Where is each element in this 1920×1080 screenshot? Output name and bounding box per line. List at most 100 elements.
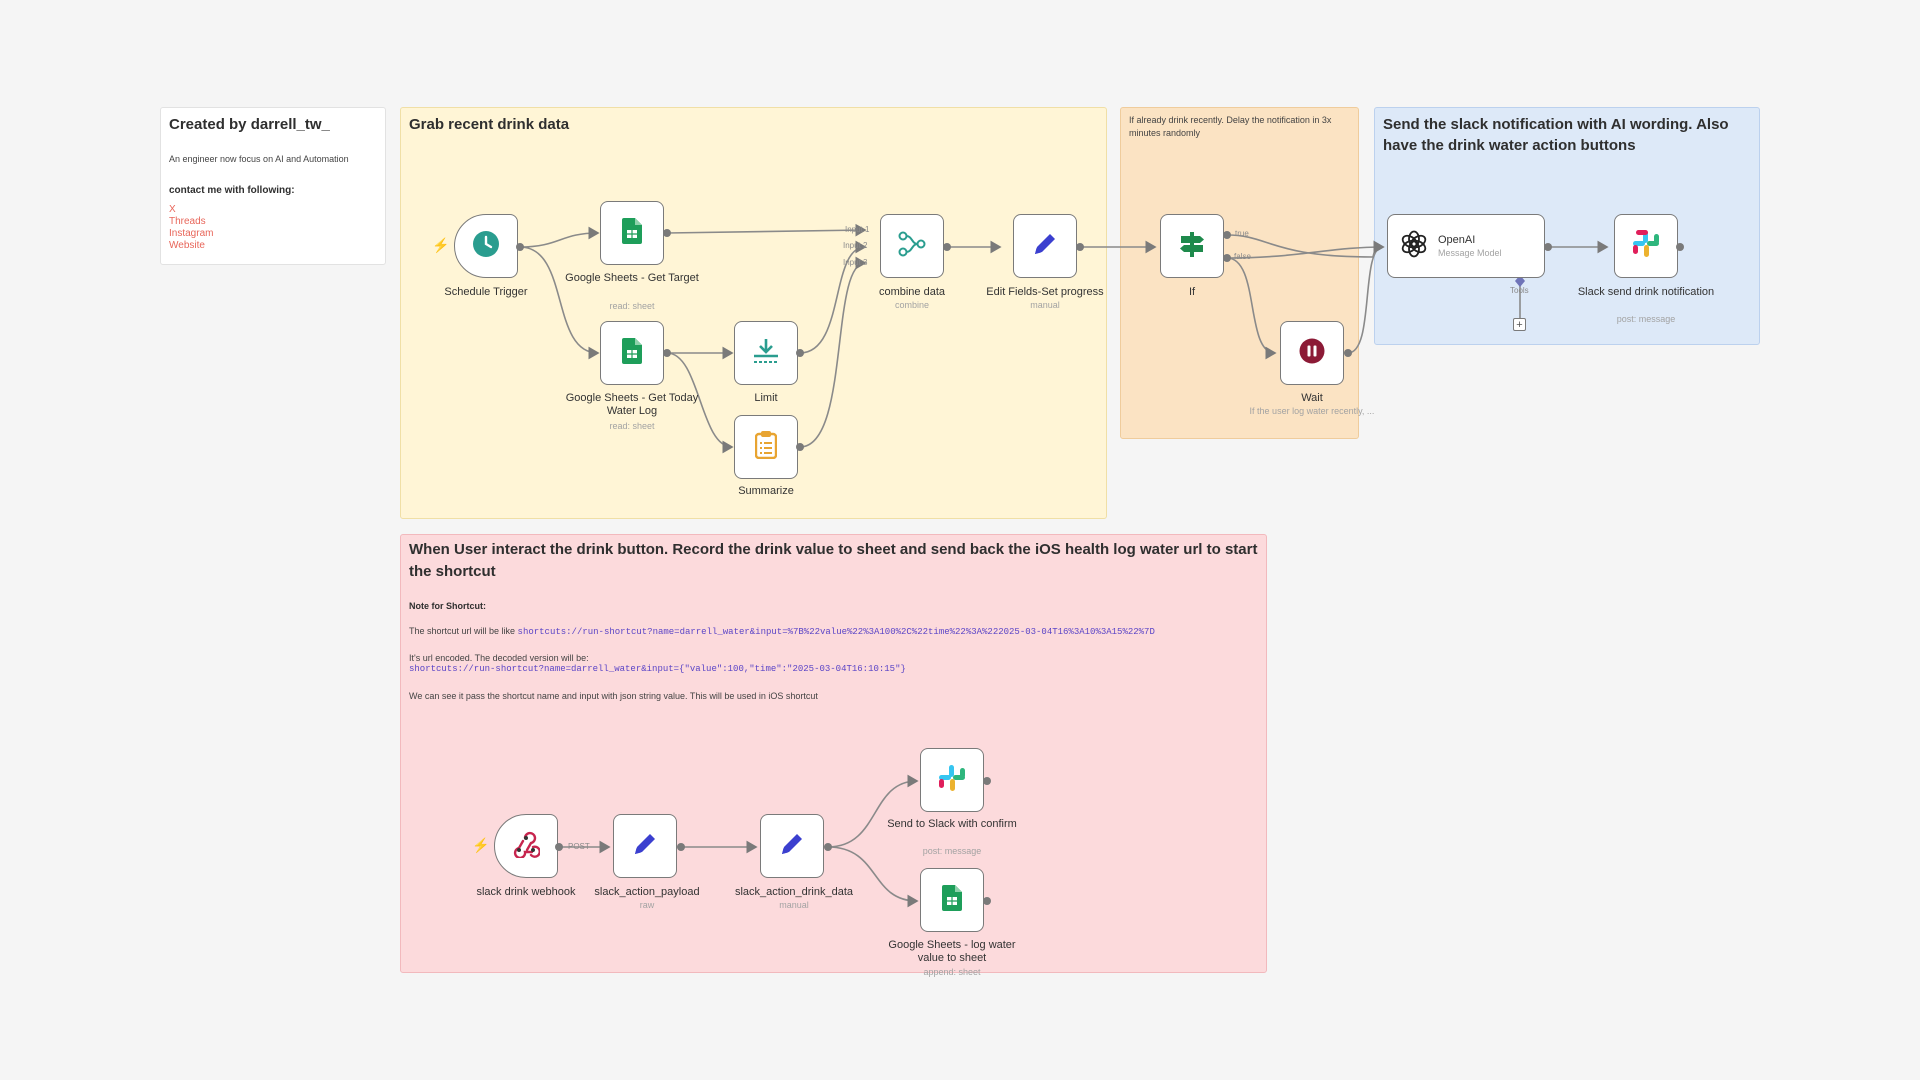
creator-links: X Threads Instagram Website bbox=[169, 204, 213, 252]
google-sheets-icon bbox=[622, 217, 642, 249]
interact-note-heading: Note for Shortcut: bbox=[409, 601, 486, 611]
label-webhook: slack drink webhook bbox=[476, 886, 576, 898]
pencil-icon bbox=[1031, 230, 1059, 263]
interact-line3: We can see it pass the shortcut name and… bbox=[409, 691, 818, 701]
link-instagram[interactable]: Instagram bbox=[169, 228, 214, 239]
openai-icon bbox=[1400, 230, 1428, 263]
trigger-bolt-icon: ⚡ bbox=[432, 237, 450, 253]
port-payload-out[interactable] bbox=[677, 843, 685, 851]
pencil-icon bbox=[778, 830, 806, 863]
sub-gs-today: read: sheet bbox=[609, 421, 655, 431]
node-gs-today[interactable] bbox=[600, 321, 664, 385]
tools-diamond bbox=[1515, 275, 1525, 287]
openai-title: OpenAI bbox=[1438, 234, 1476, 246]
creator-title: Created by darrell_tw_ bbox=[169, 116, 330, 133]
node-slack-confirm[interactable] bbox=[920, 748, 984, 812]
port-wait-out[interactable] bbox=[1344, 349, 1352, 357]
sub-wait: If the user log water recently, ... bbox=[1249, 406, 1375, 416]
merge-icon bbox=[898, 231, 926, 262]
sub-gs-log: append: sheet bbox=[923, 967, 981, 977]
google-sheets-icon bbox=[942, 884, 962, 916]
pencil-icon bbox=[631, 830, 659, 863]
node-wait[interactable] bbox=[1280, 321, 1344, 385]
node-gs-log[interactable] bbox=[920, 868, 984, 932]
port-gs-today-out[interactable] bbox=[663, 349, 671, 357]
label-false: false bbox=[1234, 252, 1251, 261]
node-summarize[interactable] bbox=[734, 415, 798, 479]
port-gs-target-out[interactable] bbox=[663, 229, 671, 237]
label-gs-log: Google Sheets - log water value to sheet bbox=[888, 939, 1016, 964]
port-webhook-out[interactable] bbox=[555, 843, 563, 851]
node-edit-progress[interactable] bbox=[1013, 214, 1077, 278]
port-openai-out[interactable] bbox=[1544, 243, 1552, 251]
interact-line1: The shortcut url will be like shortcuts:… bbox=[409, 625, 1155, 639]
edge-target-combine bbox=[666, 223, 867, 237]
sub-slack-confirm: post: message bbox=[922, 846, 982, 856]
signpost-icon bbox=[1178, 230, 1206, 263]
sub-drink-data: manual bbox=[779, 900, 809, 910]
node-openai[interactable]: OpenAI Message Model bbox=[1387, 214, 1545, 278]
link-website[interactable]: Website bbox=[169, 240, 205, 251]
link-threads[interactable]: Threads bbox=[169, 216, 206, 227]
label-combine: combine data bbox=[878, 286, 946, 298]
label-slack-confirm: Send to Slack with confirm bbox=[887, 818, 1017, 830]
add-tool-button[interactable]: + bbox=[1513, 318, 1526, 331]
node-combine[interactable] bbox=[880, 214, 944, 278]
edge-wait-openai bbox=[1347, 240, 1385, 354]
label-summarize: Summarize bbox=[738, 485, 794, 497]
node-payload[interactable] bbox=[613, 814, 677, 878]
creator-contact-heading: contact me with following: bbox=[169, 185, 295, 196]
webhook-icon bbox=[512, 830, 541, 863]
label-input2: Input 2 bbox=[843, 241, 868, 250]
port-summarize-out[interactable] bbox=[796, 443, 804, 451]
port-edit-progress-out[interactable] bbox=[1076, 243, 1084, 251]
interact-line1-code: shortcuts://run-shortcut?name=darrell_wa… bbox=[517, 627, 1155, 637]
node-slack-send[interactable] bbox=[1614, 214, 1678, 278]
label-input3: Input 3 bbox=[843, 258, 868, 267]
edge-schedule-today bbox=[519, 246, 600, 360]
node-webhook[interactable] bbox=[494, 814, 558, 878]
label-slack-send: Slack send drink notification bbox=[1577, 286, 1715, 298]
port-slack-send-out[interactable] bbox=[1676, 243, 1684, 251]
label-wait: Wait bbox=[1301, 392, 1323, 404]
port-schedule-out[interactable] bbox=[516, 243, 524, 251]
note-interact[interactable]: When User interact the drink button. Rec… bbox=[400, 534, 1267, 973]
slack-notif-title: Send the slack notification with AI word… bbox=[1383, 116, 1729, 154]
label-schedule-trigger: Schedule Trigger bbox=[444, 286, 528, 298]
sub-slack-send: post: message bbox=[1616, 314, 1676, 324]
port-slack-confirm-out[interactable] bbox=[983, 777, 991, 785]
label-if: If bbox=[1188, 286, 1196, 298]
node-schedule-trigger[interactable] bbox=[454, 214, 518, 278]
clipboard-icon bbox=[754, 430, 778, 464]
pause-icon bbox=[1299, 338, 1325, 369]
label-edit-progress: Edit Fields-Set progress bbox=[986, 286, 1104, 298]
node-limit[interactable] bbox=[734, 321, 798, 385]
port-combine-out[interactable] bbox=[943, 243, 951, 251]
label-gs-today: Google Sheets - Get Today Water Log bbox=[565, 392, 699, 417]
label-limit: Limit bbox=[754, 392, 778, 404]
label-tools: Tools bbox=[1510, 286, 1529, 295]
edge-limit-combine bbox=[799, 240, 867, 354]
link-x[interactable]: X bbox=[169, 204, 176, 215]
port-drink-data-out[interactable] bbox=[824, 843, 832, 851]
port-limit-out[interactable] bbox=[796, 349, 804, 357]
port-gs-log-out[interactable] bbox=[983, 897, 991, 905]
sub-combine: combine bbox=[894, 300, 930, 310]
interact-line2-code: shortcuts://run-shortcut?name=darrell_wa… bbox=[409, 664, 906, 674]
node-drink-data[interactable] bbox=[760, 814, 824, 878]
sub-gs-target: read: sheet bbox=[609, 301, 655, 311]
edge-today-summarize bbox=[666, 352, 734, 454]
slack-icon bbox=[1632, 229, 1660, 263]
label-drink-data: slack_action_drink_data bbox=[734, 886, 854, 898]
clock-icon bbox=[472, 230, 500, 263]
note-creator[interactable]: Created by darrell_tw_ An engineer now f… bbox=[160, 107, 386, 265]
edge-drinkdata-sheets bbox=[827, 846, 919, 908]
label-post: POST bbox=[568, 842, 590, 851]
node-gs-target[interactable] bbox=[600, 201, 664, 265]
port-if-false[interactable] bbox=[1223, 254, 1231, 262]
port-if-true[interactable] bbox=[1223, 231, 1231, 239]
node-if[interactable] bbox=[1160, 214, 1224, 278]
edge-if-false-wait bbox=[1226, 257, 1277, 360]
edge-if-false-openai bbox=[1226, 240, 1385, 259]
